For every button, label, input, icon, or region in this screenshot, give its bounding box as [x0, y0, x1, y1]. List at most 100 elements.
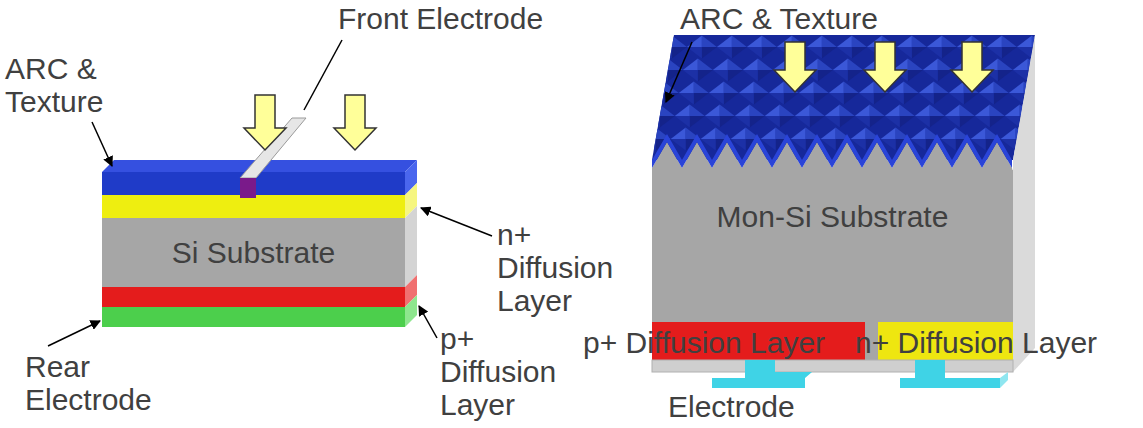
callout-label: Front Electrode [338, 2, 543, 35]
pyramid-facet [683, 70, 698, 82]
pyramid-facet [743, 59, 758, 71]
pyramid-facet [889, 93, 904, 105]
texture-pyramids [641, 36, 1047, 151]
substrate-name: Si Substrate [172, 236, 335, 269]
pyramid-facet [840, 105, 855, 117]
pyramid-facet [687, 36, 702, 48]
region-label: p+ Diffusion Layer [583, 326, 825, 359]
pyramid-facet [698, 70, 713, 82]
pyramid-facet [705, 105, 720, 117]
pyramid-facet [671, 128, 686, 140]
conventional-cell [102, 118, 417, 327]
pyramid-facet [825, 116, 840, 128]
pyramid-facet [990, 116, 1005, 128]
pyramid-facet [859, 82, 874, 94]
pyramid-facet [818, 59, 833, 71]
pyramid-facet [840, 116, 855, 128]
light-arrow [244, 95, 286, 150]
pyramid-facet [761, 128, 776, 140]
pyramid-facet [927, 47, 942, 59]
pyramid-facet [701, 128, 716, 140]
pyramid-facet [1017, 36, 1032, 48]
pyramid-facet [762, 47, 777, 59]
pyramid-facet [679, 93, 694, 105]
pyramid-facet [818, 70, 833, 82]
pyramid-facet [758, 59, 773, 71]
leader-line [48, 321, 100, 346]
pyramid-facet [713, 70, 728, 82]
pyramid-facet [649, 93, 664, 105]
pyramid-facet [653, 59, 668, 71]
pyramid-facet [994, 93, 1009, 105]
pyramid-facet [690, 105, 705, 117]
pyramid-facet [645, 105, 660, 117]
pyramid-facet [807, 36, 822, 48]
pyramid-facet [747, 36, 762, 48]
pyramid-facet [852, 36, 867, 48]
pyramid-facet [975, 116, 990, 128]
pyramid-facet [945, 116, 960, 128]
pyramid-facet [915, 105, 930, 117]
pyramid-facet [990, 105, 1005, 117]
pyramid-facet [814, 93, 829, 105]
pyramid-facet [975, 105, 990, 117]
pyramid-facet [728, 70, 743, 82]
pyramid-facet [915, 116, 930, 128]
pyramid-facet [960, 105, 975, 117]
pyramid-facet [657, 36, 672, 48]
pyramid-facet [765, 105, 780, 117]
pyramid-facet [833, 70, 848, 82]
rear-electrode-side [405, 295, 417, 327]
pyramid-facet [821, 128, 836, 140]
pyramid-facet [758, 70, 773, 82]
pyramid-facet [660, 116, 675, 128]
pyramid-facet [855, 105, 870, 117]
pyramid-facet [833, 59, 848, 71]
leader-line [304, 40, 342, 110]
pyramid-facet [799, 93, 814, 105]
pyramid-facet [949, 93, 964, 105]
pyramid-facet [795, 116, 810, 128]
electrode-foot [712, 378, 805, 388]
n-diffusion-layer [102, 195, 405, 218]
pyramid-facet [904, 93, 919, 105]
pyramid-facet [983, 59, 998, 71]
pyramid-facet [724, 93, 739, 105]
front-electrode-contact [240, 178, 256, 198]
pyramid-facet [1013, 59, 1028, 71]
pyramid-facet [672, 36, 687, 48]
substrate-block: Mon-Si Substrate [652, 170, 1013, 322]
pyramid-facet [919, 93, 934, 105]
pyramid-facet [735, 116, 750, 128]
pyramid-facet [690, 116, 705, 128]
pyramid-facet [930, 116, 945, 128]
pyramid-facet [900, 105, 915, 117]
pyramid-facet [649, 82, 664, 94]
pyramid-facet [938, 59, 953, 71]
pyramid-facet [829, 93, 844, 105]
pyramid-facet [705, 116, 720, 128]
pyramid-facet [938, 70, 953, 82]
substrate-side [1013, 35, 1035, 372]
electrode-foot [712, 372, 812, 378]
pyramid-facet [900, 116, 915, 128]
pyramid-facet [780, 105, 795, 117]
pyramid-facet [881, 128, 896, 140]
pyramid-facet [998, 59, 1013, 71]
pyramid-facet [814, 82, 829, 94]
pyramid-facet [810, 116, 825, 128]
pyramid-facet [743, 70, 758, 82]
pyramid-facet [750, 105, 765, 117]
pyramid-facet [829, 82, 844, 94]
pyramid-facet [791, 128, 806, 140]
pyramid-facet [750, 116, 765, 128]
pyramid-facet [851, 128, 866, 140]
pyramid-facet [825, 105, 840, 117]
pyramid-facet [1002, 47, 1017, 59]
pyramid-facet [754, 82, 769, 94]
pyramid-facet [942, 47, 957, 59]
pyramid-facet [930, 105, 945, 117]
pyramid-facet [848, 70, 863, 82]
pyramid-facet [709, 82, 724, 94]
pyramid-facet [675, 105, 690, 117]
